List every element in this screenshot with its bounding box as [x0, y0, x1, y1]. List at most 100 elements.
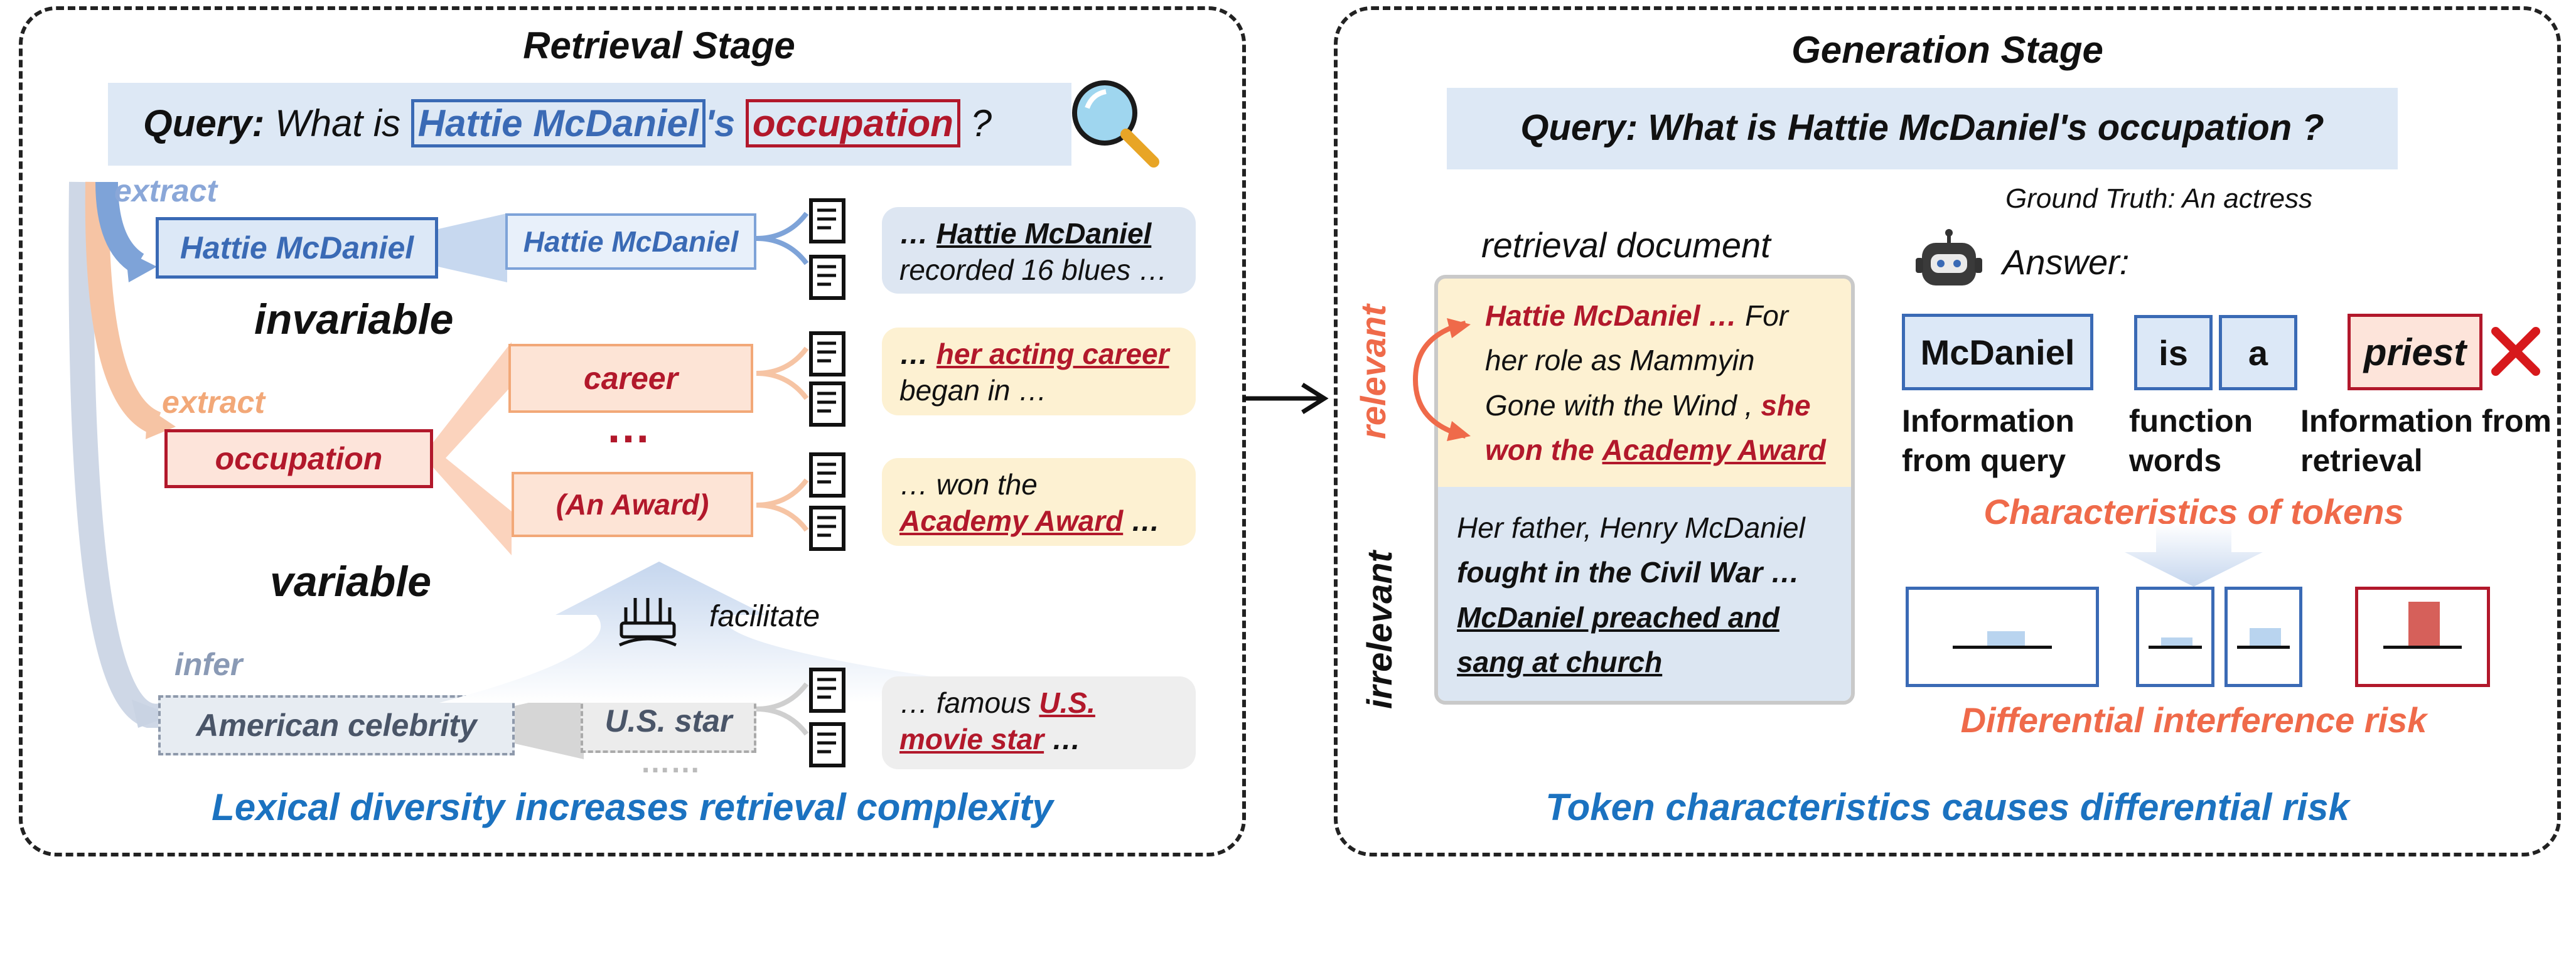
caption-retrieval: Information from retrieval	[2300, 403, 2552, 478]
caption-query: Information from query	[1902, 403, 2074, 478]
retrieval-title: Retrieval Stage	[523, 24, 795, 67]
variant-ellipsis: …	[606, 402, 651, 452]
snippet-4-rest: …	[1051, 722, 1081, 755]
flow-arrows	[68, 181, 176, 728]
risk-box-is	[2136, 587, 2214, 687]
celebrity-fan	[515, 690, 584, 759]
snippet-bubble-4: … famous U.S. movie star …	[882, 676, 1196, 769]
document-icon	[808, 667, 849, 716]
risk-baseline	[2383, 646, 2462, 649]
attribute-fan	[433, 342, 512, 555]
invariable-label: invariable	[254, 296, 454, 343]
token-is: is	[2134, 315, 2213, 390]
snippet-3-lead: … won the	[899, 468, 1038, 501]
query-entity: Hattie McDaniel	[411, 99, 706, 147]
risk-baseline	[1953, 646, 2052, 649]
entity-fan	[438, 213, 507, 282]
risk-baseline	[2149, 646, 2202, 649]
document-icon	[808, 198, 849, 247]
relevant-passage: Hattie McDaniel … For her role as Mammyi…	[1438, 279, 1851, 473]
risk-box-query	[1906, 587, 2099, 687]
snippet-3-rest: …	[1131, 504, 1160, 537]
document-label: retrieval document	[1481, 225, 1771, 265]
infer-label: infer	[174, 647, 243, 682]
risk-box-priest	[2355, 587, 2490, 687]
document-icon	[808, 505, 849, 554]
robot-icon	[1916, 229, 1982, 285]
snippet-2-rest: began in …	[899, 373, 1048, 407]
retrieval-query-bar	[108, 83, 1071, 166]
entity-box: Hattie McDaniel	[156, 217, 438, 279]
retrieval-footer: Lexical diversity increases retrieval co…	[212, 786, 1053, 828]
extract-label-mid: extract	[162, 385, 265, 420]
generation-query-bar	[1447, 88, 2398, 169]
risk-label: Differential interference risk	[1960, 700, 2427, 740]
snippet-1-rest: recorded 16 blues …	[899, 253, 1168, 286]
irrelevant-text-b: fought in the Civil War …	[1457, 556, 1800, 589]
award-box: (An Award)	[512, 472, 753, 537]
snippet-2-highlight: her acting career	[936, 338, 1169, 370]
query-attr: occupation	[745, 99, 960, 147]
generation-title: Generation Stage	[1791, 29, 2103, 71]
irrelevant-label: irrelevant	[1360, 550, 1399, 709]
document-icon	[808, 381, 849, 430]
entity-variant-box: Hattie McDaniel	[505, 213, 756, 270]
token-a: a	[2219, 315, 2297, 390]
relevant-text-c: she won the	[1485, 388, 1811, 466]
stage-arrow	[1243, 383, 1329, 414]
wrong-mark-icon	[2491, 327, 2540, 376]
snippet-1-lead: …	[899, 217, 928, 250]
relevant-text-d: Academy Award	[1602, 433, 1826, 466]
relevant-text-b: For her role as Mammyin Gone with the Wi…	[1485, 299, 1789, 422]
doc-arrows	[756, 211, 809, 736]
facilitate-label: facilitate	[709, 600, 820, 633]
relevance-arrows	[1412, 318, 1471, 441]
token-priest: priest	[2348, 314, 2482, 390]
answer-label: Answer:	[2002, 242, 2130, 282]
irrelevant-text-a: Her father, Henry McDaniel	[1457, 511, 1805, 544]
query-label: Query:	[143, 102, 265, 144]
query-possessive: 's	[705, 102, 736, 144]
generation-panel	[1334, 6, 2561, 856]
chip-icon	[618, 598, 677, 647]
variable-label: variable	[270, 558, 432, 605]
query-qmark: ?	[970, 102, 992, 144]
snippet-1-highlight: Hattie McDaniel	[936, 217, 1152, 250]
snippet-4-lead: … famous	[899, 686, 1031, 719]
snippet-2-lead: …	[899, 338, 928, 370]
facilitate-arrow	[439, 562, 1130, 703]
snippet-bubble-1: … Hattie McDaniel recorded 16 blues …	[882, 207, 1196, 294]
generation-footer: Token characteristics causes differentia…	[1545, 786, 2349, 828]
magnifier-icon	[1072, 80, 1159, 168]
document-icon	[808, 452, 849, 501]
attribute-box: occupation	[164, 429, 433, 488]
risk-bar-is	[2161, 637, 2192, 646]
extract-label-top: extract	[114, 173, 217, 208]
document-icon	[808, 254, 849, 303]
snippet-4-highlight: U.S. movie star	[899, 686, 1095, 755]
document-icon	[808, 331, 849, 380]
risk-baseline	[2237, 646, 2290, 649]
celebrity-box: American celebrity	[158, 695, 515, 755]
risk-bar-query	[1987, 631, 2025, 646]
risk-bar-priest	[2408, 602, 2440, 646]
document-icon	[808, 722, 849, 771]
career-box: career	[508, 344, 753, 413]
risk-box-a	[2224, 587, 2302, 687]
more-ellipsis: ……	[640, 746, 700, 779]
down-arrow	[2125, 524, 2263, 587]
generation-query: Query: What is Hattie McDaniel's occupat…	[1520, 107, 2324, 148]
retrieval-query: Query: What is Hattie McDaniel's occupat…	[143, 99, 992, 147]
irrelevant-text-c: McDaniel preached and sang at church	[1457, 600, 1779, 678]
ground-truth: Ground Truth: An actress	[2005, 183, 2313, 214]
risk-bar-a	[2250, 628, 2281, 646]
relevant-label: relevant	[1353, 304, 1393, 439]
relevant-text-a: Hattie McDaniel …	[1485, 299, 1737, 332]
irrelevant-passage: Her father, Henry McDaniel fought in the…	[1438, 487, 1851, 701]
retrieval-document: Hattie McDaniel … For her role as Mammyi…	[1434, 275, 1855, 705]
snippet-bubble-3: … won the Academy Award …	[882, 458, 1196, 546]
snippet-3-highlight: Academy Award	[899, 504, 1124, 537]
caption-function: function words	[2129, 403, 2253, 478]
query-prefix: What is	[275, 102, 401, 144]
snippet-bubble-2: … her acting career began in …	[882, 328, 1196, 415]
